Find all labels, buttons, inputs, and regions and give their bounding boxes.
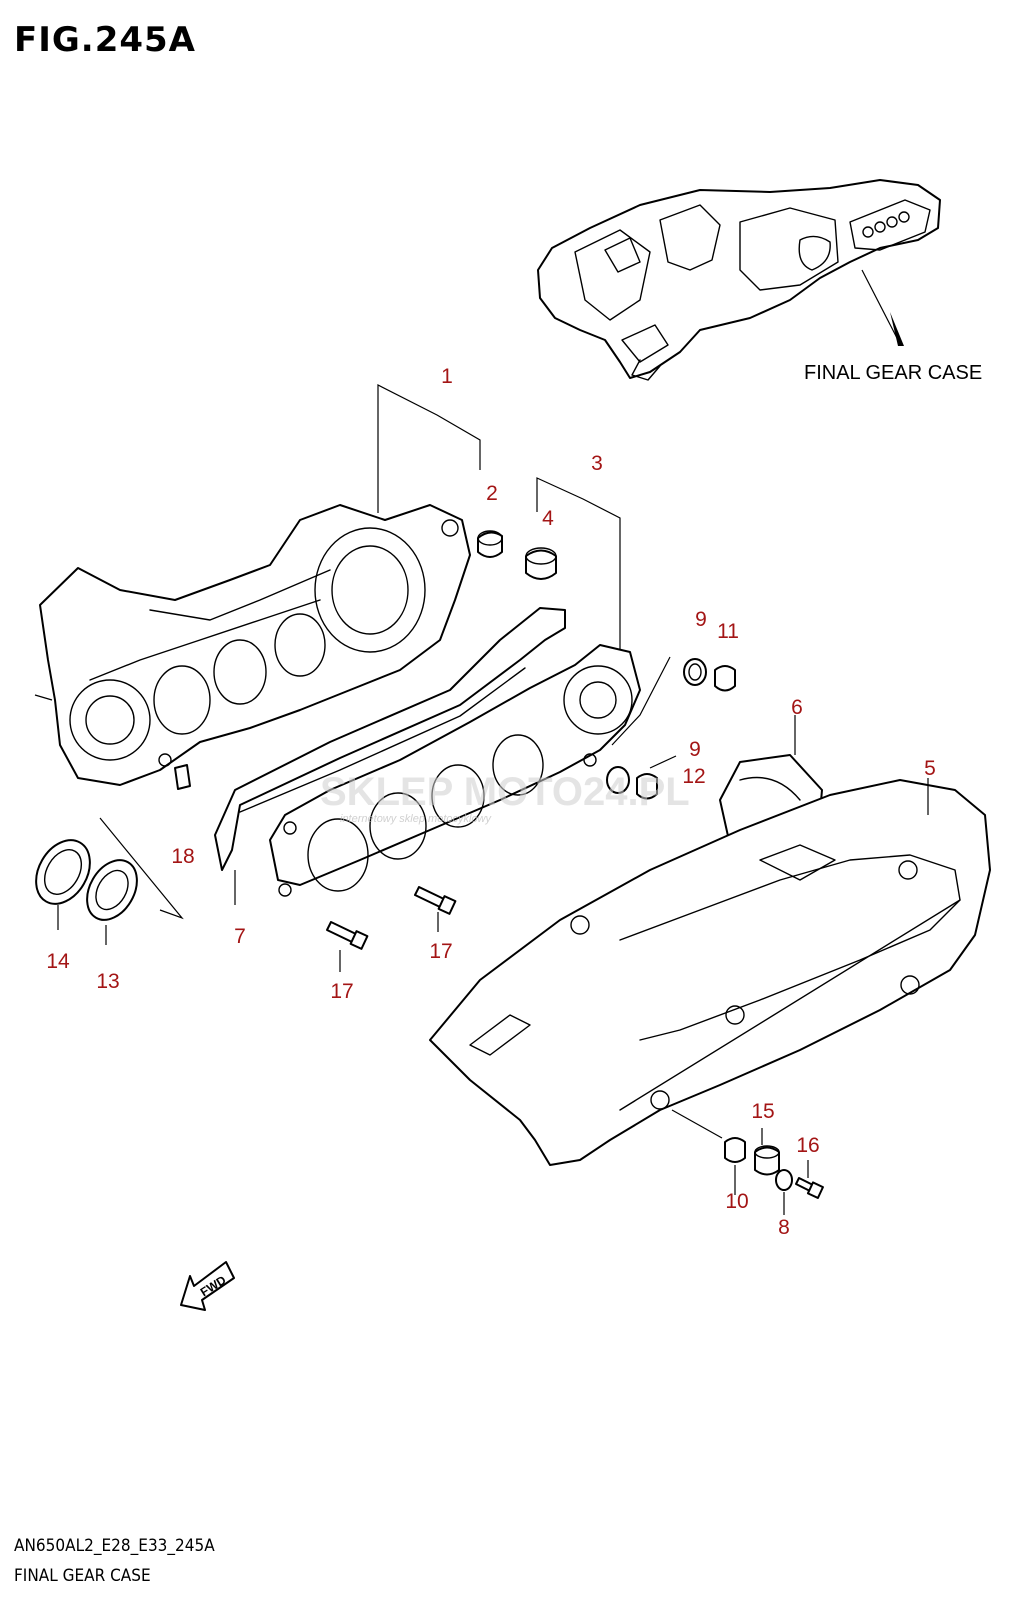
part-15-grommet [754, 1145, 780, 1176]
watermark: SKLEP MOTO24.PL internetowy sklep motocy… [320, 770, 690, 825]
part-8-washer [775, 1169, 793, 1191]
part-number-17-left: 17 [330, 980, 353, 1003]
part-number-3: 3 [591, 452, 603, 475]
part-number-1: 1 [441, 365, 453, 388]
part-number-9-upper: 9 [695, 608, 707, 631]
part-16-bolt [795, 1177, 824, 1199]
part-5-outer-cover [429, 779, 991, 1166]
part-number-9-lower: 9 [689, 738, 701, 761]
watermark-brand: SKLEP MOTO24.PL [320, 770, 690, 814]
figure-title: FIG.245A [14, 20, 196, 60]
part-number-8: 8 [778, 1216, 790, 1239]
watermark-tagline: internetowy sklep motocyklowy [340, 813, 493, 825]
part-number-labels: 1 2 3 4 5 6 7 8 9 9 10 11 12 13 14 15 16… [46, 365, 936, 1239]
part-number-6: 6 [791, 696, 803, 719]
part-4-cap [525, 547, 557, 580]
part-12-plug [636, 773, 658, 800]
part-18-dowel-pin [174, 764, 191, 790]
final-gear-case-housing [34, 504, 471, 920]
part-number-14: 14 [46, 950, 70, 973]
part-number-17-right: 17 [429, 940, 452, 963]
part-number-12: 12 [682, 765, 705, 788]
part-14-oil-seal [35, 839, 91, 905]
model-code: AN650AL2_E28_E33_245A [14, 1536, 215, 1556]
part-9-seal-ring-lower [606, 766, 630, 794]
part-number-18: 18 [171, 845, 194, 868]
part-number-4: 4 [542, 507, 554, 530]
part-number-7: 7 [234, 925, 246, 948]
part-number-10: 10 [725, 1190, 748, 1213]
part-number-5: 5 [924, 757, 936, 780]
part-17-bolt-right [414, 886, 457, 915]
part-number-15: 15 [751, 1100, 774, 1123]
fwd-arrow-icon: FWD [180, 1261, 235, 1311]
part-7-gasket [214, 607, 566, 905]
part-number-2: 2 [486, 482, 498, 505]
part-17-bolt-left [326, 921, 369, 950]
assembly-overview [537, 179, 941, 381]
part-9-seal-ring-upper [683, 658, 707, 686]
part-11-plug [714, 665, 736, 692]
part-2-bush [477, 530, 503, 558]
final-gear-case-callout: FINAL GEAR CASE [804, 362, 982, 384]
part-10-collar [724, 1137, 746, 1163]
part-number-13: 13 [96, 970, 119, 993]
part-3-inner-cover [269, 644, 641, 897]
part-number-16: 16 [796, 1134, 819, 1157]
figure-caption: FINAL GEAR CASE [14, 1566, 151, 1586]
part-number-11: 11 [717, 620, 739, 643]
part-13-bearing [86, 859, 138, 921]
